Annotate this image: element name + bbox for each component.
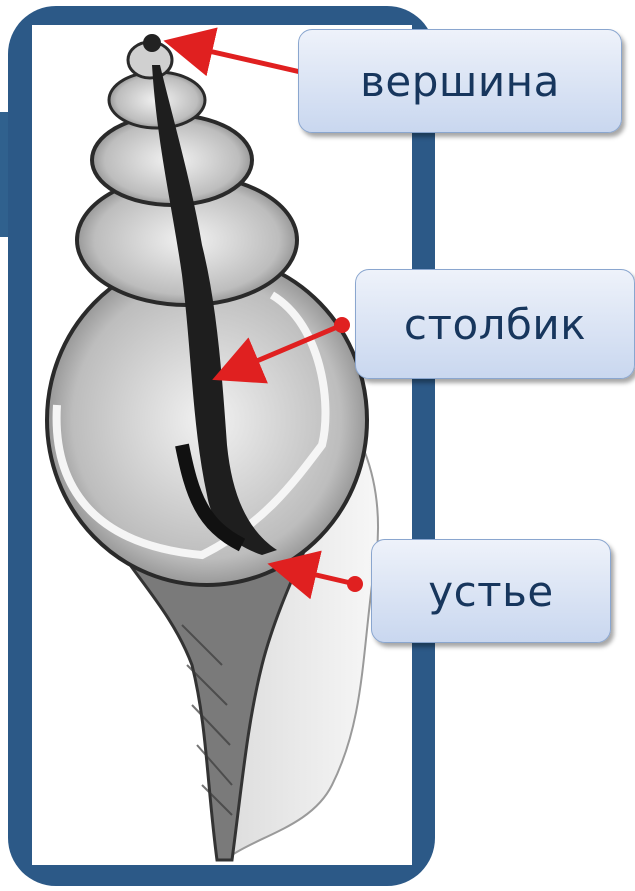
- label-columella: столбик: [355, 269, 635, 379]
- shell-illustration: [32, 25, 412, 865]
- label-aperture: устье: [371, 539, 611, 643]
- label-apex: вершина: [298, 29, 622, 133]
